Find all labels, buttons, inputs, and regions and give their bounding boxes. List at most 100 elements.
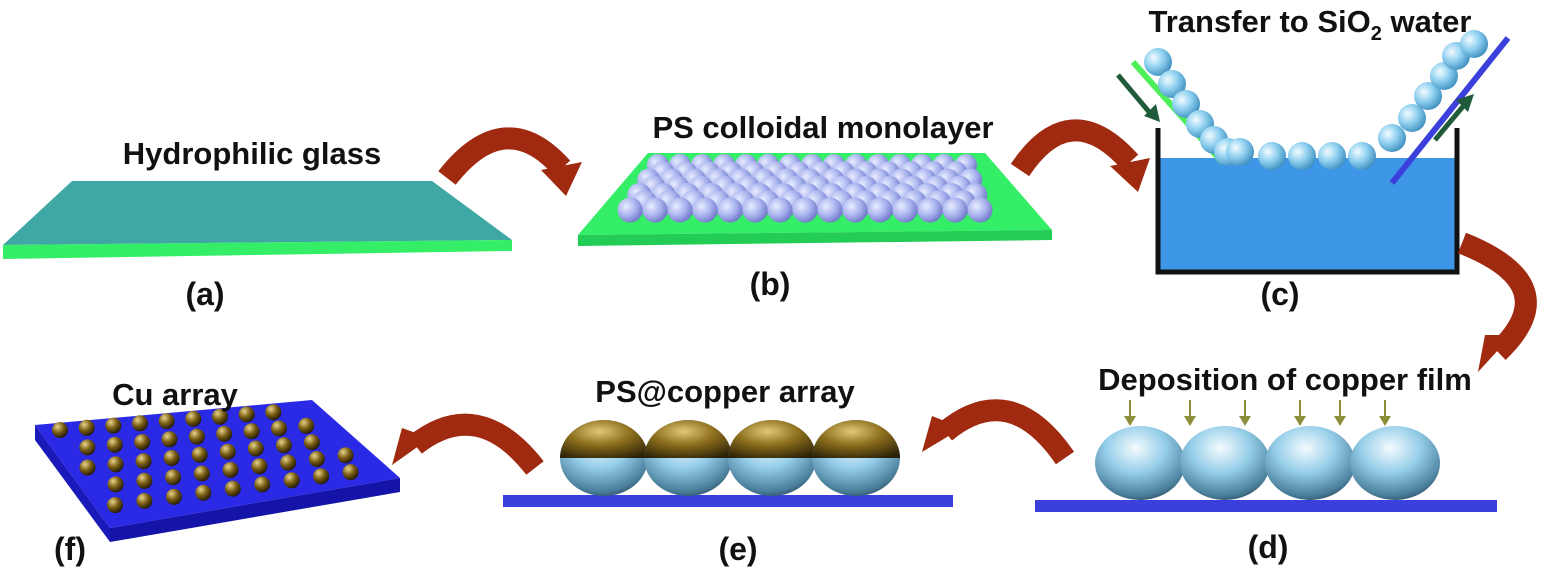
substrate-edge (578, 230, 1052, 246)
panel-e: PS@copper array (e) (503, 374, 953, 567)
glass-label: Hydrophilic glass (123, 136, 381, 171)
cu-dot (134, 434, 151, 450)
cu-dot (308, 451, 325, 467)
arrow-dip-left (1116, 73, 1160, 122)
cu-dot (238, 406, 255, 423)
ps-sphere (792, 197, 818, 223)
cu-dot (222, 461, 239, 478)
glass-slide-top (3, 181, 512, 245)
ps-sphere-large (1095, 426, 1185, 500)
panel-e-label: (e) (718, 531, 757, 567)
deposition-arrow-head (1124, 416, 1136, 426)
ps-sphere (892, 197, 918, 223)
panel-a-label: (a) (185, 276, 224, 312)
ps-copper-sphere (560, 420, 648, 496)
deposition-arrow-head (1239, 416, 1251, 426)
copper-cap (812, 420, 900, 458)
ps-sphere (1414, 82, 1442, 110)
ps-sphere (742, 197, 768, 223)
ps-monolayer (617, 154, 993, 223)
ps-sphere-large (1180, 426, 1270, 500)
ps-sphere (642, 197, 668, 223)
cu-dot (265, 404, 282, 421)
cu-dot (216, 425, 233, 442)
panel-f: Cu array (f) (35, 377, 400, 567)
ps-sphere (967, 197, 993, 223)
ps-sphere (1226, 138, 1254, 166)
arrow-b-to-c (1010, 119, 1150, 192)
cu-dot (275, 437, 292, 454)
ps-spheres-transfer (1144, 30, 1488, 170)
cu-dot (337, 447, 354, 464)
blue-slide (1389, 36, 1511, 185)
cu-dot (107, 476, 124, 493)
cu-dot (247, 440, 264, 457)
ps-sphere (667, 197, 693, 223)
cu-dot (163, 450, 180, 466)
cu-dot (185, 410, 202, 427)
ps-sphere (1348, 142, 1376, 170)
glass-slide-edge (3, 240, 512, 259)
panel-d: Deposition of copper film (d) (1035, 362, 1497, 565)
ps-sphere-large (1265, 426, 1355, 500)
cu-dot (212, 408, 228, 425)
arrow-c-to-d (1457, 232, 1537, 372)
substrate-f-front (110, 478, 400, 542)
ps-sphere (1288, 142, 1316, 170)
cu-dot (132, 415, 148, 432)
deposition-arrow-head (1379, 416, 1391, 426)
deposition-label: Deposition of copper film (1098, 362, 1472, 397)
cu-dot (195, 484, 212, 501)
cu-dot (165, 488, 182, 505)
deposition-arrow-head (1184, 416, 1196, 426)
arrow-d-to-e (922, 399, 1075, 465)
ps-sphere (942, 197, 968, 223)
cu-dot (52, 422, 68, 438)
ps-sphere-large (1350, 426, 1440, 500)
ps-sphere (692, 197, 718, 223)
cu-dot (193, 465, 210, 482)
deposition-arrow-head (1294, 416, 1306, 426)
cu-dot (165, 469, 182, 486)
ps-copper-sphere (644, 420, 732, 496)
cu-dot (271, 420, 287, 437)
ps-copper-label: PS@copper array (595, 374, 855, 409)
arrow-lift-right (1433, 94, 1474, 142)
ps-sphere (717, 197, 743, 223)
ps-sphere (867, 197, 893, 223)
copper-cap (644, 420, 732, 458)
panel-c: Transfer to SiO2 water (c) (1116, 4, 1511, 312)
substrate-e (503, 495, 953, 507)
ps-copper-sphere (812, 420, 900, 496)
cu-dot (135, 453, 152, 470)
cu-dot (158, 413, 175, 430)
cu-dot (188, 428, 205, 445)
ps-sphere (1144, 48, 1172, 76)
cu-dot (342, 464, 359, 481)
cu-dot (107, 456, 124, 473)
cu-dot (224, 480, 241, 497)
cu-dot (79, 459, 96, 476)
arrow-e-to-f (392, 413, 544, 475)
substrate-f-side (35, 425, 110, 542)
ps-sphere (1318, 142, 1346, 170)
ps-sphere (1158, 70, 1186, 98)
cu-array-label: Cu array (112, 377, 239, 412)
cu-dot (280, 454, 297, 471)
panel-f-label: (f) (54, 531, 86, 567)
cu-dot (136, 492, 153, 509)
arrow-a-to-b (438, 127, 582, 196)
cu-dot (254, 476, 271, 493)
ps-sphere (767, 197, 793, 223)
ps-sphere (1172, 90, 1200, 118)
panel-d-label: (d) (1248, 529, 1289, 565)
water (1158, 158, 1455, 270)
cu-dot (105, 417, 122, 434)
cu-dot (303, 434, 320, 451)
cu-dot (191, 446, 208, 463)
cu-dot (106, 436, 123, 453)
ps-sphere (842, 197, 868, 223)
cu-dot (283, 472, 300, 489)
panel-b: PS colloidal monolayer (b) (578, 110, 1052, 302)
